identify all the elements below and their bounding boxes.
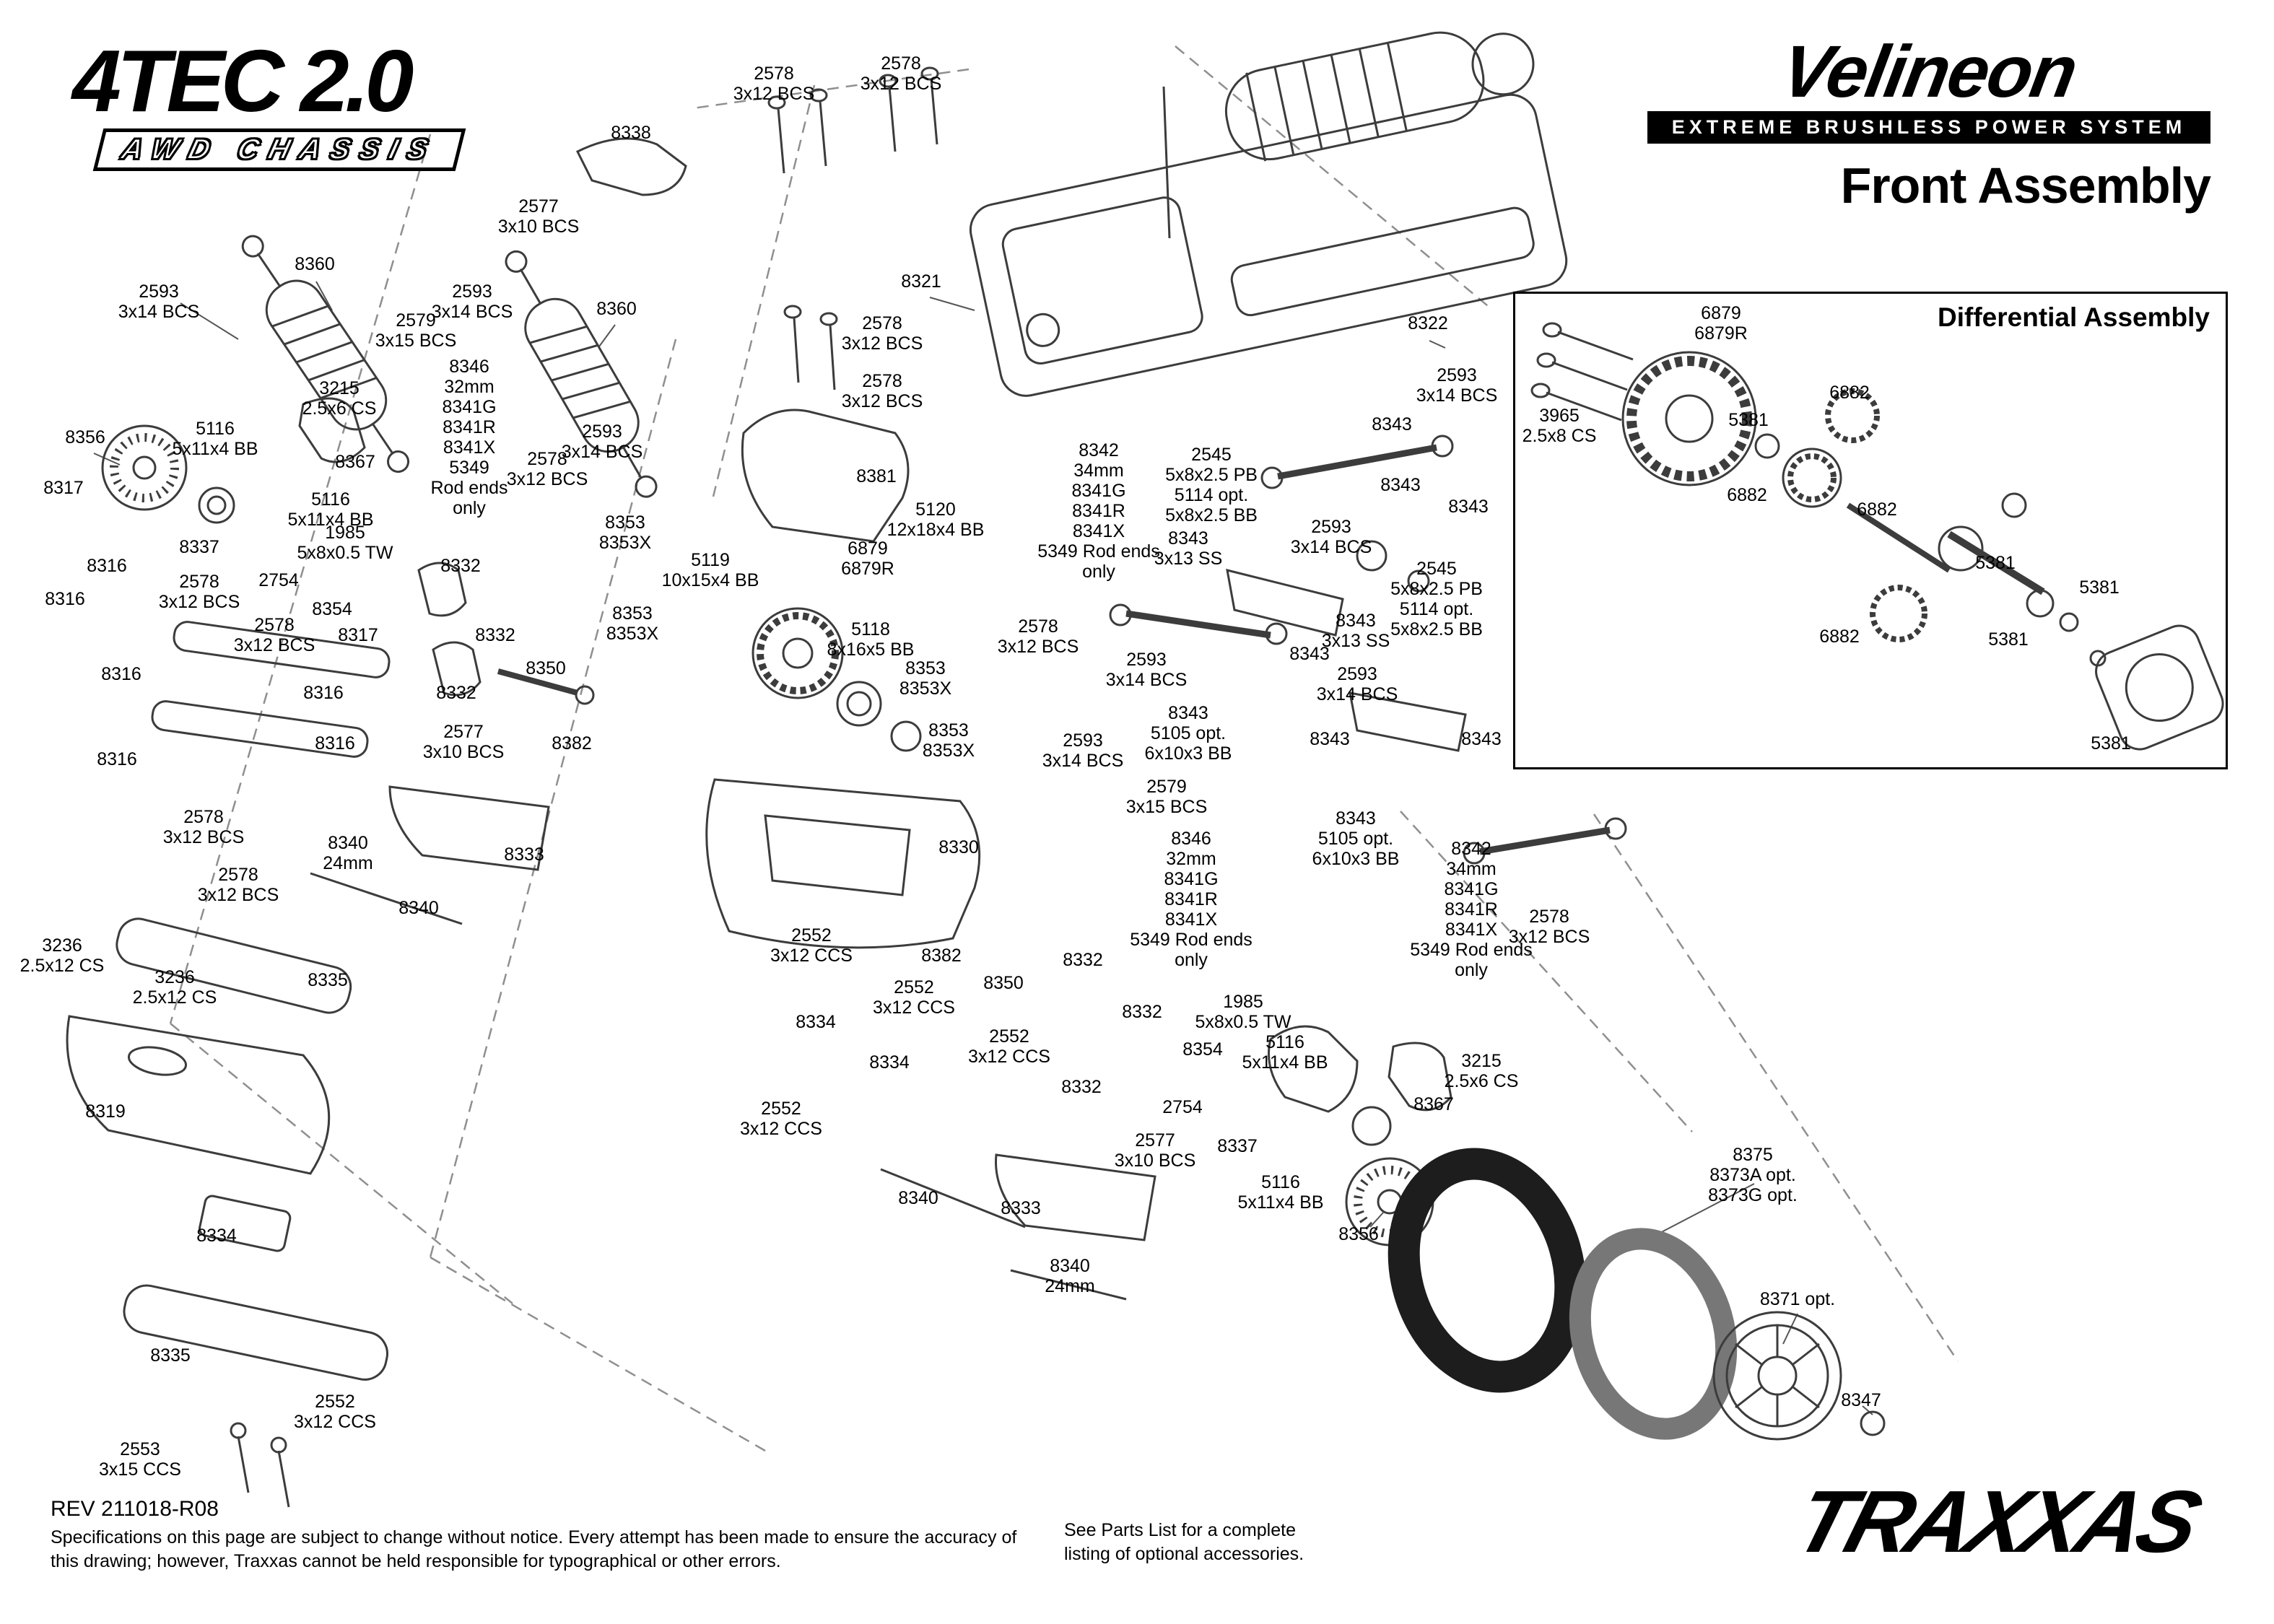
suspension-arm-left xyxy=(388,785,550,871)
skid-plate xyxy=(199,1195,292,1252)
construction-lines xyxy=(169,45,1959,1452)
differential-inset: Differential Assembly xyxy=(1513,292,2228,769)
bevel-gear xyxy=(1825,388,1880,443)
traxxas-logo: TRAXXAS xyxy=(1785,1472,2209,1571)
bearing-center xyxy=(836,681,882,727)
bumper-mount xyxy=(116,917,352,1014)
esc xyxy=(1001,196,1203,364)
4tec-logo-text: 4TEC 2.0 xyxy=(72,32,414,130)
driveshaft xyxy=(497,668,579,696)
tire-and-wheel xyxy=(1388,1148,1886,1441)
power-module xyxy=(969,31,1568,397)
wheel-nut xyxy=(1860,1410,1886,1436)
bellcrank-bar xyxy=(173,621,391,678)
brake-disc-left xyxy=(101,424,188,511)
brand-block: Velineon EXTREME BRUSHLESS POWER SYSTEM … xyxy=(1647,30,2211,214)
shock-absorber-left xyxy=(241,235,410,473)
4tec-logo: 4TEC 2.0 AWD CHASSIS xyxy=(72,32,466,171)
disclaimer-text: Specifications on this page are subject … xyxy=(51,1527,1017,1571)
pinion-gear xyxy=(1782,448,1842,508)
brake-caliper-left xyxy=(298,397,366,463)
inset-title: Differential Assembly xyxy=(1938,302,2210,332)
caster-block xyxy=(417,562,467,617)
bulkhead xyxy=(741,409,910,543)
spur-gear xyxy=(752,607,844,699)
revision-text: REV 211018-R08 xyxy=(51,1497,219,1521)
front-bumper xyxy=(66,1015,331,1175)
parts-list-note: See Parts List for a complete listing of… xyxy=(1064,1520,1304,1564)
brake-caliper-right xyxy=(1388,1042,1452,1112)
chassis-plate xyxy=(705,778,981,949)
wheel xyxy=(1712,1311,1842,1441)
antenna xyxy=(1162,86,1171,239)
screw-icons xyxy=(230,66,939,1508)
velineon-logo: Velineon xyxy=(1775,30,2083,113)
ring-gear xyxy=(1621,351,1757,486)
suspension-arm-right xyxy=(995,1153,1156,1241)
diff-cup xyxy=(2095,624,2224,751)
shock-absorber-right xyxy=(505,250,658,498)
turnbuckles xyxy=(1109,435,1627,865)
differential-parts xyxy=(1530,322,2224,751)
steering-knuckle xyxy=(1268,1025,1359,1113)
lower-tie-bar xyxy=(123,1284,388,1381)
bearing-left xyxy=(198,486,235,524)
steering-plate xyxy=(1226,568,1344,637)
brand-tagline-bar: EXTREME BRUSHLESS POWER SYSTEM xyxy=(1647,111,2210,144)
rocker-arm xyxy=(575,137,687,196)
motor xyxy=(1224,31,1535,162)
page-title: Front Assembly xyxy=(1840,157,2211,214)
awd-chassis-banner: AWD CHASSIS xyxy=(92,128,466,171)
